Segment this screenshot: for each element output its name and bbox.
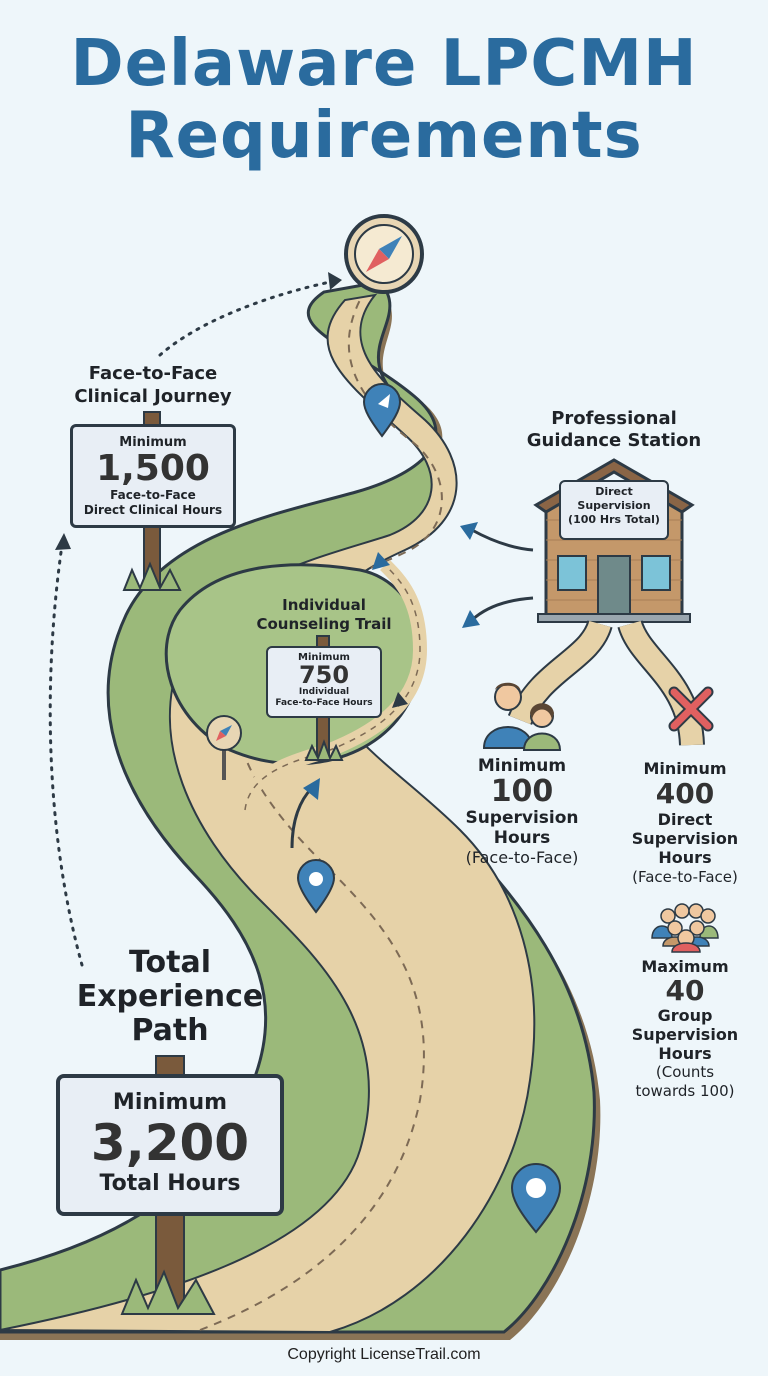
house-arrow — [471, 528, 534, 552]
individual-label-line-1: Individual — [282, 596, 366, 614]
location-pin-icon — [296, 859, 336, 914]
stat-qualifier: Minimum — [643, 759, 727, 778]
total-sign: Minimum 3,200 Total Hours — [56, 1074, 284, 1216]
direct-400-stat: Minimum 400 Direct Supervision Hours (Fa… — [610, 760, 760, 887]
stat-value: 400 — [655, 777, 715, 810]
supervision-100-stat: Minimum 100 Supervision Hours (Face-to-F… — [436, 756, 608, 868]
location-pin-icon — [510, 1163, 562, 1234]
station-label: Professional Guidance Station — [506, 408, 722, 452]
face-to-face-sign: Minimum 1,500 Face-to-Face Direct Clinic… — [70, 424, 236, 528]
stat-line-2: Supervision — [465, 808, 579, 828]
sign-value: 1,500 — [96, 448, 210, 489]
stat-line-4: (Face-to-Face) — [465, 848, 579, 867]
stat-qualifier: Maximum — [641, 957, 729, 976]
arrow-icon — [392, 692, 408, 708]
grass-icon — [120, 561, 344, 1315]
total-label-line-1: Total — [129, 945, 211, 980]
group-icon — [651, 903, 719, 953]
cross-icon — [668, 686, 714, 732]
station-board-line-3: (100 Hrs Total) — [568, 513, 660, 526]
total-label-line-2: Experience — [76, 979, 264, 1014]
station-board-line-2: Supervision — [577, 499, 651, 512]
arrow-icon — [462, 610, 480, 628]
stat-line-4: Hours — [658, 848, 712, 867]
sign-line-2: Face-to-Face Hours — [275, 698, 373, 708]
station-board: Direct Supervision (100 Hrs Total) — [559, 480, 669, 540]
sign-value: 3,200 — [90, 1114, 250, 1172]
stat-line-2: Group — [657, 1006, 713, 1025]
sign-minimum: Minimum — [298, 652, 350, 663]
title-line-2: Requirements — [125, 99, 643, 173]
station-label-line-2: Guidance Station — [526, 430, 702, 451]
location-pin-icon — [362, 383, 402, 438]
stat-qualifier: Minimum — [477, 756, 567, 776]
stat-value: 100 — [490, 774, 554, 809]
station-label-line-1: Professional — [551, 408, 677, 429]
station-board-line-1: Direct — [595, 485, 633, 498]
arrow-icon — [303, 778, 320, 800]
arrow-icon — [460, 522, 478, 540]
individual-label-line-2: Counseling Trail — [256, 615, 392, 633]
arrow-icon — [328, 272, 342, 290]
face-to-face-label-line-1: Face-to-Face — [88, 363, 218, 384]
title-line-1: Delaware LPCMH — [70, 27, 698, 101]
face-to-face-label-line-2: Clinical Journey — [74, 386, 232, 407]
stat-line-4: Hours — [658, 1044, 712, 1063]
stat-line-3: Supervision — [631, 829, 739, 848]
total-label: Total Experience Path — [50, 946, 290, 1048]
stat-line-6: towards 100) — [635, 1082, 735, 1100]
face-to-face-label: Face-to-Face Clinical Journey — [40, 362, 266, 408]
sign-bottom: Total Hours — [99, 1171, 241, 1196]
small-compass-icon — [206, 715, 242, 780]
stat-line-5: (Face-to-Face) — [632, 868, 738, 886]
stat-line-5: (Counts — [655, 1063, 715, 1081]
arrow-icon — [55, 533, 71, 550]
copyright-footer: Copyright LicenseTrail.com — [287, 1346, 481, 1363]
sign-line-1: Face-to-Face — [110, 488, 196, 502]
arrow-icon — [372, 552, 390, 570]
sign-line-2: Direct Clinical Hours — [83, 503, 223, 517]
individual-sign: Minimum 750 Individual Face-to-Face Hour… — [266, 646, 382, 718]
stat-line-2: Direct — [657, 810, 713, 829]
house-arrow — [470, 596, 534, 622]
group-40-stat: Maximum 40 Group Supervision Hours (Coun… — [610, 958, 760, 1101]
individual-label: Individual Counseling Trail — [236, 596, 412, 634]
sign-minimum: Minimum — [112, 1090, 228, 1115]
stat-line-3: Hours — [493, 828, 551, 848]
total-label-line-3: Path — [131, 1013, 209, 1048]
stat-line-3: Supervision — [631, 1025, 739, 1044]
sand-path — [0, 293, 536, 1334]
dotted-arrow-up — [158, 280, 332, 357]
sign-minimum: Minimum — [119, 435, 187, 450]
page-title: Delaware LPCMH Requirements — [0, 28, 768, 172]
people-icon — [482, 682, 562, 751]
stat-value: 40 — [665, 974, 705, 1007]
compass-icon — [344, 214, 424, 294]
sign-line-1: Individual — [298, 687, 350, 697]
dotted-arrow-left — [48, 543, 84, 967]
sign-value: 750 — [298, 661, 350, 689]
